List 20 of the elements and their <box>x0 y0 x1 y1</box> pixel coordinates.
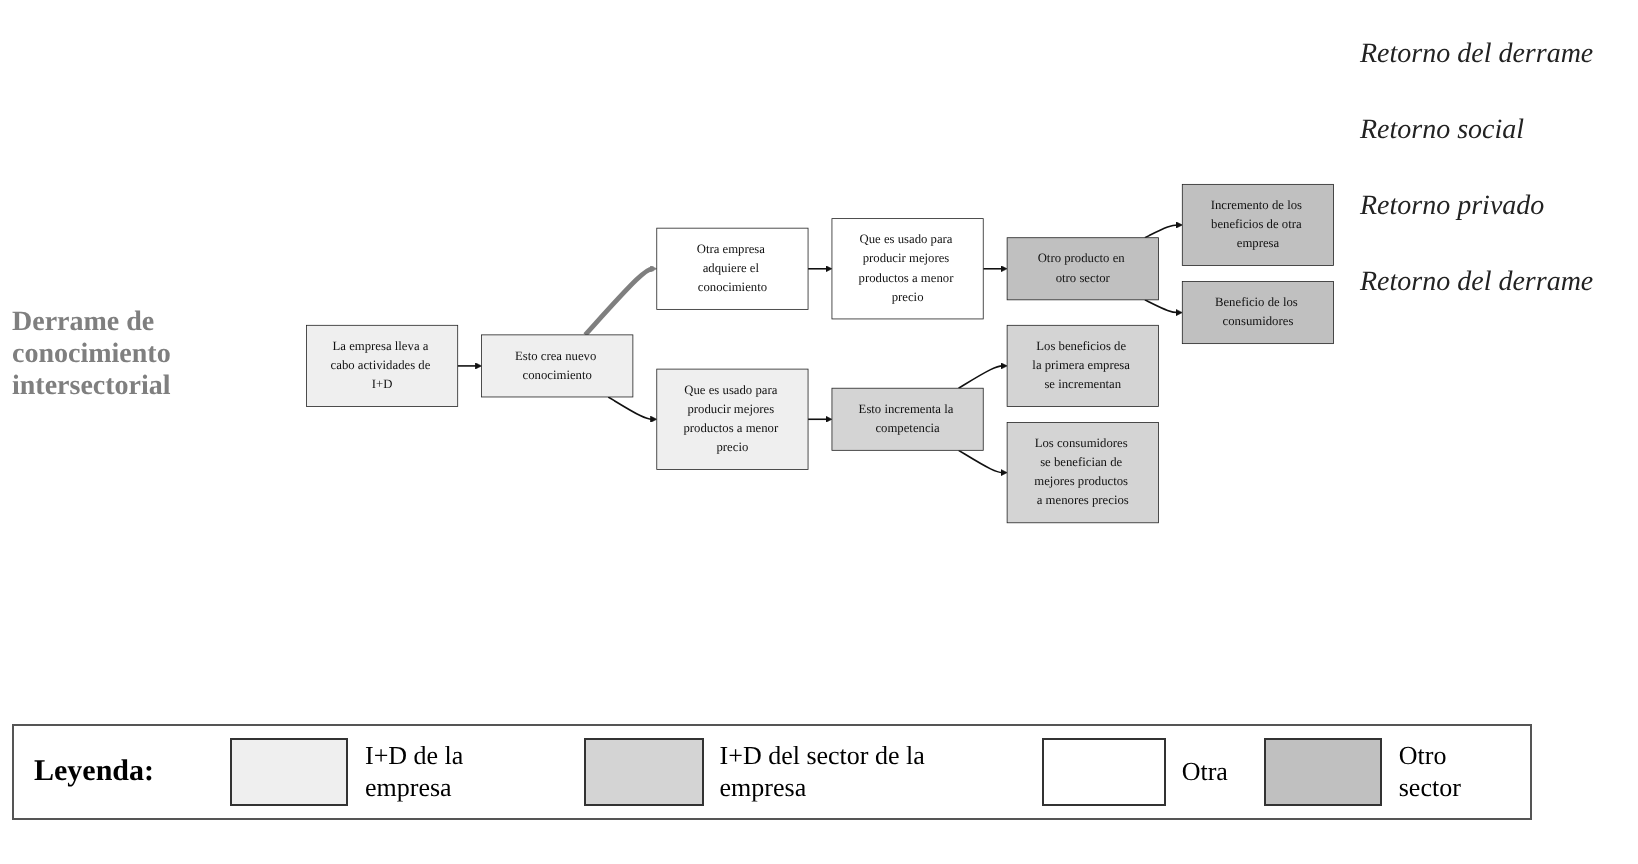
return-label: Retorno social <box>1360 116 1527 148</box>
return-label: Retorno del derrame <box>1360 40 1596 72</box>
arrow <box>957 449 1008 477</box>
arrow <box>807 416 833 424</box>
return-label: Retorno del derrame <box>1360 268 1596 300</box>
arrow <box>583 265 658 337</box>
legend-text: I+D del sector de la empresa <box>719 740 927 804</box>
arrow <box>807 265 833 273</box>
legend-title: Leyenda: <box>34 755 154 789</box>
legend-text: Otro sector <box>1398 740 1463 804</box>
arrow <box>1144 221 1183 239</box>
arrow <box>982 265 1008 273</box>
legend-text: I+D de la empresa <box>364 740 466 804</box>
arrow <box>607 396 658 424</box>
return-label: Retorno privado <box>1360 192 1547 224</box>
arrow <box>957 362 1008 390</box>
flow-note: Derrame de conocimiento intersectorial <box>12 308 173 404</box>
arrow <box>456 362 482 370</box>
arrow <box>1144 299 1183 317</box>
legend-text: Otra <box>1181 756 1228 788</box>
